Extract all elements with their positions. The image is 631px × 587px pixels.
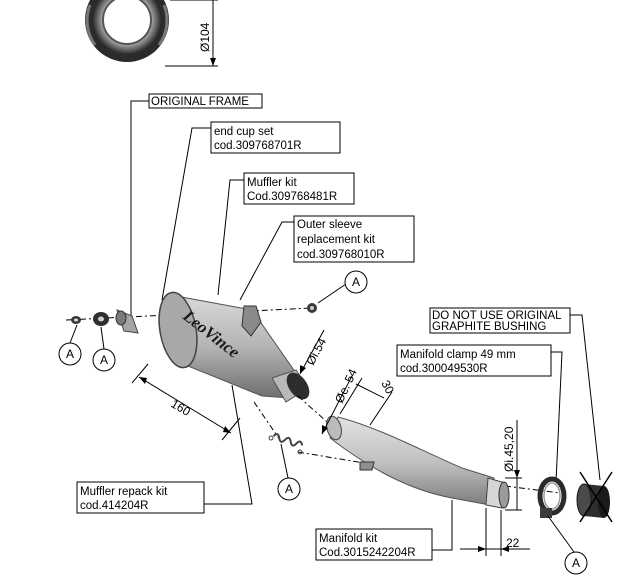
end-cap-view <box>85 0 169 62</box>
manifold-clamp-code: cod.300049530R <box>400 363 488 375</box>
svg-text:A: A <box>100 353 108 367</box>
detail-marker-a: A <box>92 326 116 372</box>
manifold-clamp-name: Manifold clamp 49 mm <box>400 349 516 361</box>
end-cap-dimension: Ø104 <box>165 0 218 67</box>
manifold-clamp-callout: Manifold clamp 49 mm cod.300049530R <box>396 344 563 483</box>
manifold-pipe <box>326 415 510 509</box>
washer <box>93 312 109 326</box>
manifold-kit-name: Manifold kit <box>319 533 378 545</box>
outer-sleeve-line2: replacement kit <box>297 234 376 246</box>
graphite-bushing <box>576 471 613 523</box>
outlet-pipe <box>271 369 310 403</box>
inlet-length-dimension: 30 <box>339 377 397 426</box>
repack-name: Muffler repack kit <box>80 486 168 498</box>
original-frame-label: ORIGINAL FRAME <box>151 96 249 108</box>
svg-text:A: A <box>352 275 360 289</box>
detail-marker-a: A <box>277 443 301 501</box>
manifold-end-dimension: 22 <box>460 508 530 556</box>
inlet-length-label: 30 <box>378 378 397 397</box>
outlet-diameter-dimension: Øi.54 <box>299 329 329 375</box>
muffler-kit-code: Cod.309768481R <box>247 191 337 203</box>
sleeve-bolt-nut <box>307 303 317 313</box>
muffler-body: LeoVince <box>158 291 310 403</box>
small-nut <box>71 316 81 324</box>
manifold-outlet-collar <box>485 477 510 509</box>
manifold-kit-code: Cod.3015242204R <box>319 547 416 559</box>
svg-text:A: A <box>572 556 580 570</box>
detail-marker-a: A <box>547 515 588 575</box>
end-cup-code: cod.309768701R <box>214 140 302 152</box>
outlet-inner-diameter-label: Øi.54 <box>303 335 329 367</box>
end-cup-callout: end cup set cod.309768701R <box>161 121 341 301</box>
muffler-length-label: 160 <box>168 397 193 419</box>
rubber-bushing <box>115 309 139 334</box>
outer-sleeve-code: cod.309768010R <box>297 249 385 261</box>
detail-marker-a: A <box>58 324 82 366</box>
manifold-end-length-label: 22 <box>506 536 520 550</box>
svg-text:A: A <box>66 347 74 361</box>
original-frame-callout: ORIGINAL FRAME <box>130 93 263 317</box>
inlet-outer-diameter-label: Øe. 54 <box>332 366 360 405</box>
manifold-inner-diameter-label: Øi.45,20 <box>502 426 516 472</box>
svg-text:A: A <box>285 482 293 496</box>
outer-sleeve-line1: Outer sleeve <box>297 219 362 231</box>
spring <box>253 401 371 465</box>
detail-markers: A A A A A <box>58 270 588 575</box>
manifold-clamp <box>537 476 567 518</box>
manifold-diameter-dimension: Øi.45,20 <box>502 420 522 511</box>
do-not-use-callout: DO NOT USE ORIGINAL GRAPHITE BUSHING <box>429 307 601 481</box>
repack-callout: Muffler repack kit cod.414204R <box>76 384 253 514</box>
mounting-hardware <box>65 303 317 334</box>
muffler-kit-name: Muffler kit <box>247 177 297 189</box>
repack-code: cod.414204R <box>80 500 148 512</box>
end-cap-diameter-label: Ø104 <box>198 22 212 52</box>
outer-sleeve-callout: Outer sleeve replacement kit cod.3097680… <box>239 215 415 301</box>
manifold-kit-callout: Manifold kit Cod.3015242204R <box>315 500 453 561</box>
muffler-kit-callout: Muffler kit Cod.309768481R <box>217 172 355 296</box>
do-not-use-line2: GRAPHITE BUSHING <box>432 321 546 333</box>
do-not-use-line1: DO NOT USE ORIGINAL <box>432 310 562 322</box>
detail-marker-a: A <box>317 270 368 304</box>
end-cup-name: end cup set <box>214 126 274 138</box>
